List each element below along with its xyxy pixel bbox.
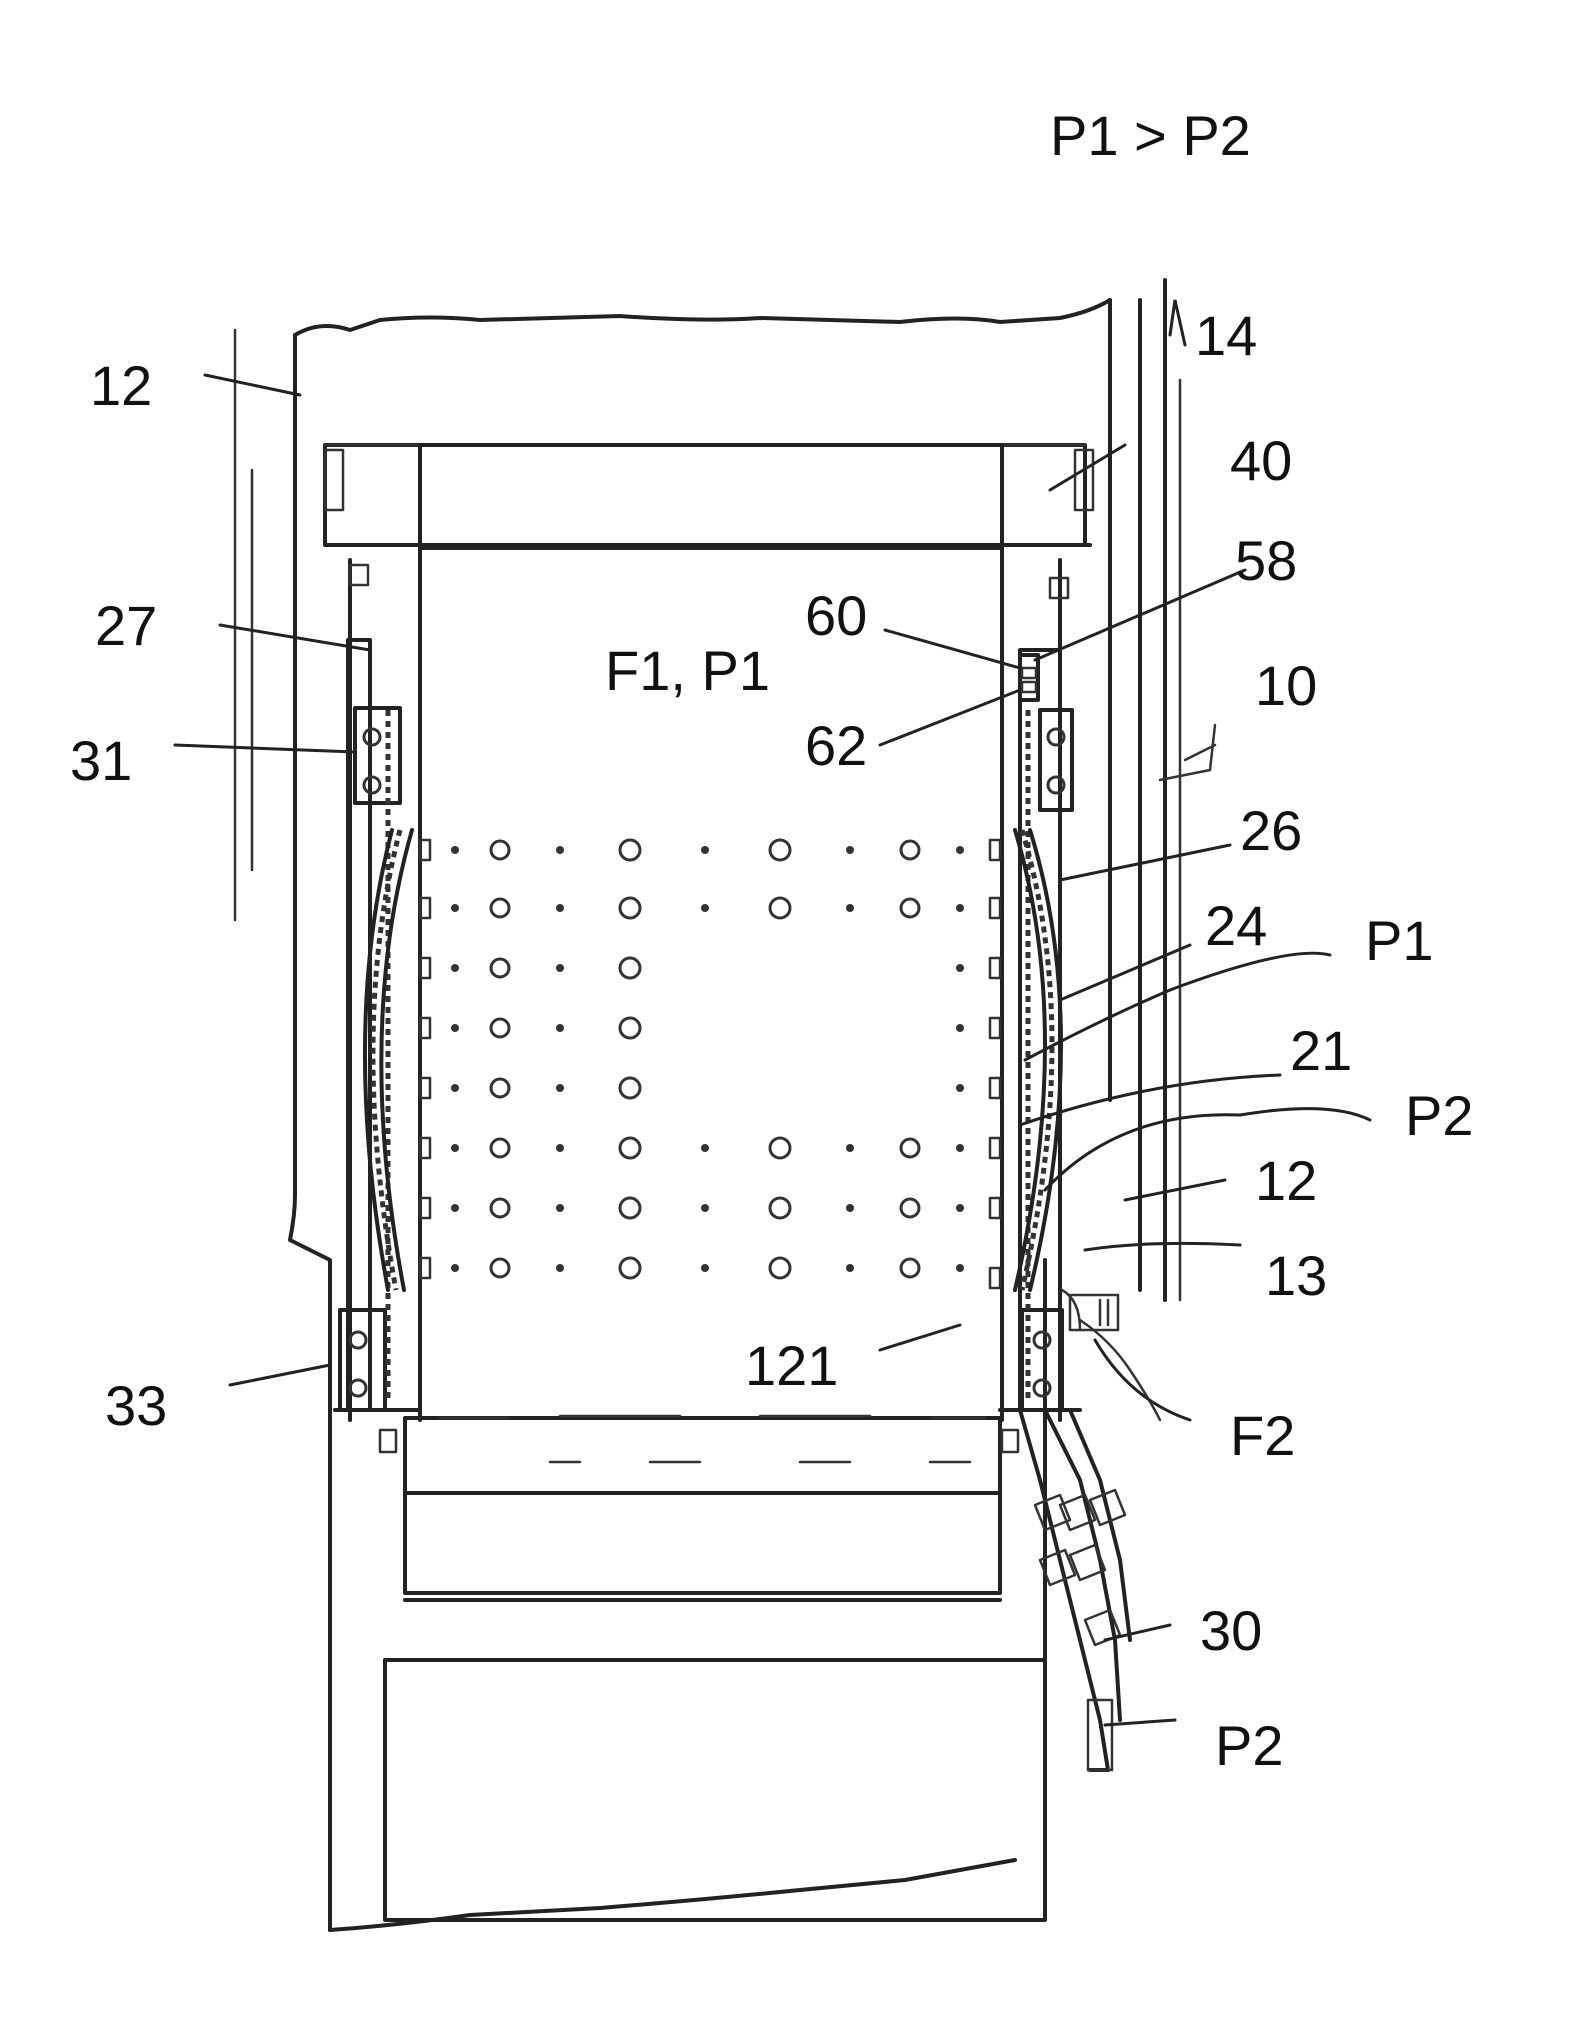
label-13: 13 [1265, 1244, 1327, 1307]
label-p2-mid: P2 [1405, 1084, 1474, 1147]
label-26: 26 [1240, 799, 1302, 862]
label-27: 27 [95, 594, 157, 657]
label-f2: F2 [1230, 1404, 1295, 1467]
label-21: 21 [1290, 1019, 1352, 1082]
reference-labels: 14 12 40 58 60 27 F1, P1 10 62 31 26 24 … [70, 304, 1474, 1777]
port-row-4 [420, 1018, 1000, 1038]
label-p2-bottom: P2 [1215, 1714, 1284, 1777]
label-40: 40 [1230, 429, 1292, 492]
port-row-5 [420, 1078, 1000, 1098]
lower-sleeve [380, 1416, 1045, 1920]
port-row-8 [420, 1258, 1000, 1288]
leader-lines [175, 300, 1370, 1725]
label-10: 10 [1255, 654, 1317, 717]
label-62: 62 [805, 714, 867, 777]
pressure-relation-label: P1 > P2 [1050, 104, 1251, 167]
bypass-slots-30 [1020, 1295, 1160, 1770]
port-row-6 [420, 1138, 1000, 1158]
label-121: 121 [745, 1334, 838, 1397]
label-p1: P1 [1365, 909, 1434, 972]
label-33: 33 [105, 1374, 167, 1437]
port-row-1 [420, 840, 1000, 860]
upper-sleeve-40 [325, 445, 1093, 548]
label-24: 24 [1205, 894, 1267, 957]
left-seal-element [335, 640, 420, 1410]
label-12-top: 12 [90, 354, 152, 417]
label-31: 31 [70, 729, 132, 792]
port-row-2 [420, 898, 1000, 918]
label-58: 58 [1235, 529, 1297, 592]
right-seal-element [1000, 650, 1080, 1410]
port-row-3 [420, 958, 1000, 978]
label-12-mid: 12 [1255, 1149, 1317, 1212]
label-30: 30 [1200, 1599, 1262, 1662]
label-60: 60 [805, 584, 867, 647]
port-hole-array [420, 840, 1000, 1288]
label-f1-p1: F1, P1 [605, 639, 770, 702]
port-row-7 [420, 1198, 1000, 1218]
label-14: 14 [1195, 304, 1257, 367]
